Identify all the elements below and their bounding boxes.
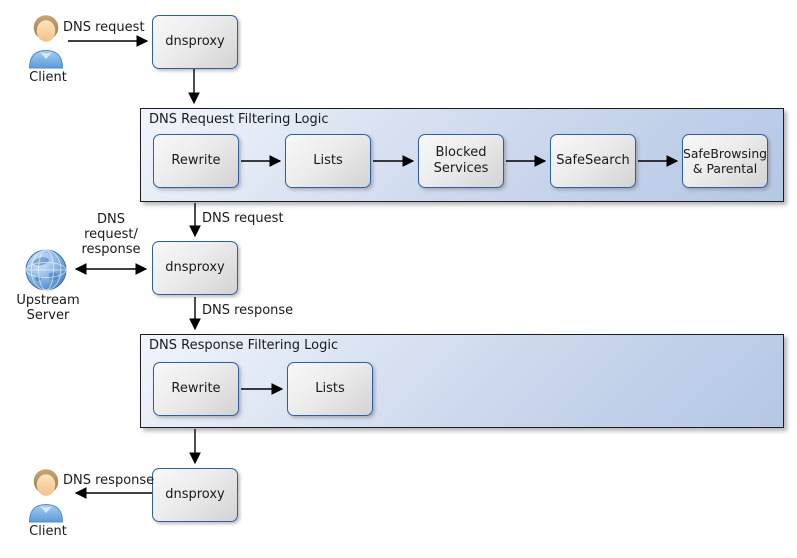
- dnsproxy-node-top: dnsproxy: [152, 15, 238, 69]
- label-dns-response-from-proxy: DNS response: [202, 303, 294, 318]
- step-blocked-services: Blocked Services: [418, 134, 504, 188]
- step-rewrite-request: Rewrite: [153, 134, 239, 188]
- response-filtering-title: DNS Response Filtering Logic: [149, 338, 339, 353]
- dnsproxy-node-bottom: dnsproxy: [152, 468, 238, 522]
- step-rewrite-response: Rewrite: [153, 362, 239, 416]
- label-client-dns-request: DNS request: [63, 20, 145, 35]
- dnsproxy-node-middle: dnsproxy: [152, 241, 238, 295]
- upstream-server-icon: [25, 249, 67, 291]
- client-top-label: Client: [29, 70, 67, 85]
- client-top-icon: [28, 15, 64, 69]
- client-bottom-icon: [28, 469, 64, 523]
- step-safebrowsing-parental: SafeBrowsing & Parental: [682, 134, 768, 188]
- label-dns-response-to-client: DNS response: [63, 473, 155, 488]
- label-dns-request-to-proxy: DNS request: [202, 211, 284, 226]
- label-upstream-link: DNS request/ response: [81, 212, 141, 257]
- step-safesearch: SafeSearch: [550, 134, 636, 188]
- request-filtering-title: DNS Request Filtering Logic: [149, 112, 329, 127]
- client-bottom-label: Client: [29, 524, 67, 539]
- response-filtering-container: DNS Response Filtering Logic: [140, 334, 784, 428]
- step-lists-request: Lists: [285, 134, 371, 188]
- step-lists-response: Lists: [287, 362, 373, 416]
- upstream-server-label: Upstream Server: [16, 293, 80, 323]
